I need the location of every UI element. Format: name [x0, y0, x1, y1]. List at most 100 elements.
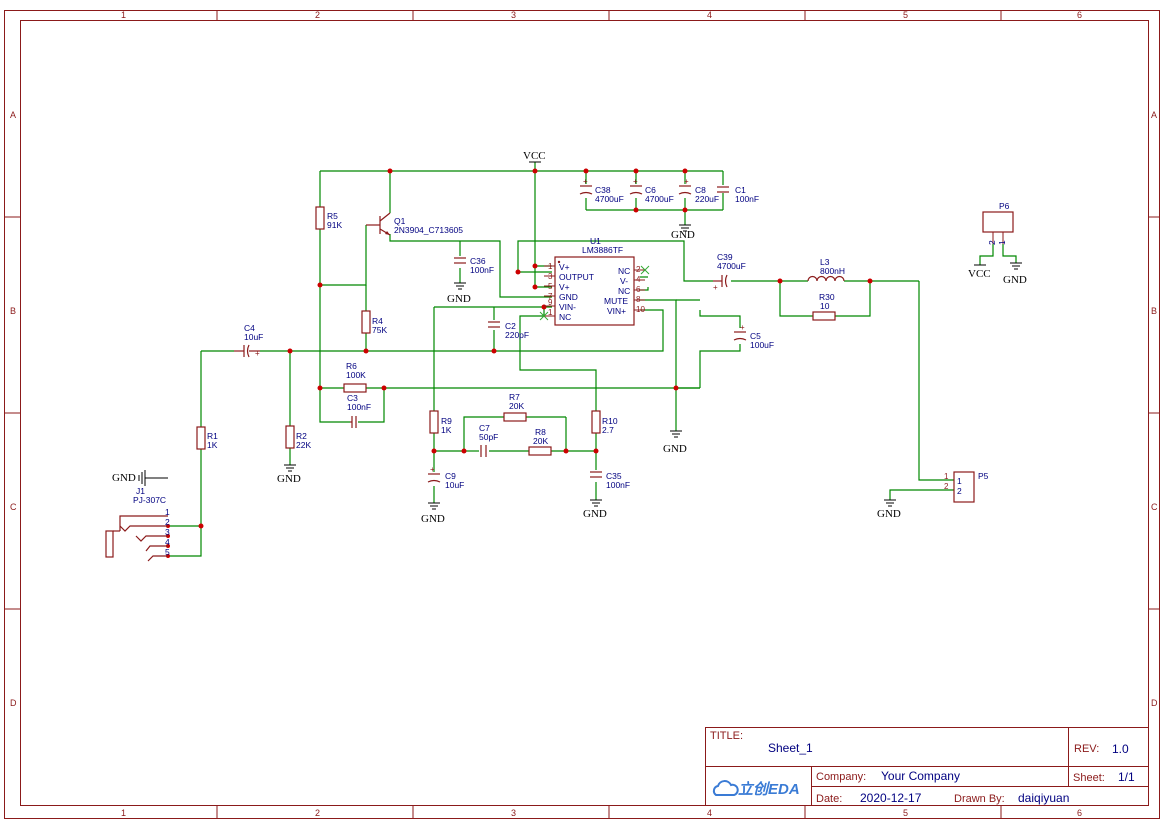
resistor-r6[interactable]: R6 100K: [343, 361, 367, 393]
j1-pin-4: 4: [165, 537, 170, 547]
r8-ref: R8: [535, 427, 546, 437]
capacitor-c39[interactable]: + C39 4700uF: [713, 252, 746, 292]
resistor-r5[interactable]: R5 91K: [315, 206, 342, 230]
capacitor-c7[interactable]: C7 50pF: [479, 423, 498, 457]
c8-value: 220uF: [695, 194, 719, 204]
c35-value: 100nF: [606, 480, 630, 490]
svg-text:+: +: [430, 465, 435, 474]
u1-pin-num-l5: 1: [548, 308, 553, 317]
capacitor-c2[interactable]: C2 220pF: [488, 321, 529, 340]
u1-pin-num-l1: 3: [548, 272, 553, 281]
u1-pin-num-l3: 7: [548, 292, 553, 301]
transistor-q1[interactable]: Q1 2N3904_C713605: [366, 212, 463, 236]
ground-icon: [590, 499, 602, 507]
p6-ref: P6: [999, 201, 1010, 211]
gnd-label-caps: GND: [671, 229, 695, 241]
resistor-r9[interactable]: R9 1K: [429, 410, 452, 435]
sheet-label: Sheet:: [1073, 772, 1105, 784]
resistor-r4[interactable]: R4 75K: [361, 310, 387, 335]
c38-ref: C38: [595, 185, 611, 195]
capacitor-c35[interactable]: C35 100nF: [590, 471, 630, 490]
c2-ref: C2: [505, 321, 516, 331]
cloud-logo-icon: [712, 780, 739, 796]
c6-ref: C6: [645, 185, 656, 195]
capacitor-c5[interactable]: + C5 100uF: [733, 323, 774, 350]
r1-value: 1K: [207, 440, 218, 450]
ground-icon: [428, 502, 440, 510]
drawn-by-label: Drawn By:: [954, 793, 1005, 805]
j1-pin-1: 1: [165, 507, 170, 517]
title-value: Sheet_1: [768, 741, 813, 755]
connector-p6[interactable]: P6 2 1: [982, 201, 1014, 245]
u1-ref: U1: [590, 236, 601, 246]
r30-value: 10: [820, 301, 830, 311]
date-value: 2020-12-17: [860, 791, 922, 805]
ic-u1[interactable]: U1 LM3886TF 1 V+ 3 OUTPUT 5 V+ 7 GND 9 V…: [544, 236, 645, 326]
ground-icon: [884, 499, 896, 507]
p6-pin-2: 2: [987, 240, 997, 245]
resistor-r1[interactable]: R1 1K: [196, 426, 218, 450]
u1-pin-name-r2: NC: [618, 286, 630, 296]
r6-value: 100K: [346, 370, 366, 380]
resistor-r10[interactable]: R10 2.7: [591, 410, 618, 435]
capacitor-c1[interactable]: C1 100nF: [717, 185, 759, 204]
col-label-6-bottom: 6: [1077, 808, 1082, 818]
ground-icon-j1: [138, 470, 168, 486]
c6-value: 4700uF: [645, 194, 674, 204]
c7-value: 50pF: [479, 432, 498, 442]
u1-pin-num-l0: 1: [548, 262, 553, 271]
no-connect-icon: [539, 265, 650, 321]
col-label-3: 3: [511, 10, 516, 20]
col-label-3-bottom: 3: [511, 808, 516, 818]
gnd-label-c36: GND: [447, 293, 471, 305]
c5-ref: C5: [750, 331, 761, 341]
u1-pin-num-r3: 8: [636, 295, 641, 304]
capacitor-c36[interactable]: C36 100nF: [454, 256, 494, 275]
gnd-label-r2: GND: [277, 473, 301, 485]
title-label: TITLE:: [710, 730, 743, 742]
vcc-symbol-p6: VCC: [968, 264, 991, 280]
capacitor-c3[interactable]: C3 100nF: [347, 393, 371, 428]
j1-pin-2: 2: [165, 517, 170, 527]
c35-ref: C35: [606, 471, 622, 481]
capacitor-c6[interactable]: + C6 4700uF: [629, 177, 674, 204]
rev-label: REV:: [1074, 743, 1099, 755]
audio-jack-j1[interactable]: J1 PJ-307C 1 2 3 4 5: [105, 486, 170, 562]
row-label-b-right: B: [1151, 306, 1157, 316]
c7-ref: C7: [479, 423, 490, 433]
r2-value: 22K: [296, 440, 311, 450]
r7-ref: R7: [509, 392, 520, 402]
c38-value: 4700uF: [595, 194, 624, 204]
u1-pin-name-l2: V+: [559, 282, 570, 292]
resistor-r2[interactable]: R2 22K: [285, 425, 311, 450]
l3-value: 800nH: [820, 266, 845, 276]
c39-value: 4700uF: [717, 261, 746, 271]
c9-ref: C9: [445, 471, 456, 481]
capacitor-c4[interactable]: + C4 10uF: [234, 323, 263, 358]
resistor-r7[interactable]: R7 20K: [503, 392, 527, 422]
junctions: [166, 168, 873, 558]
r5-ref: R5: [327, 211, 338, 221]
date-label: Date:: [816, 793, 842, 805]
inductor-l3[interactable]: L3 800nH: [807, 257, 845, 282]
vcc-label: VCC: [523, 150, 546, 162]
u1-pin-name-l3: GND: [559, 292, 578, 302]
p5-pinnum-2: 2: [944, 482, 949, 491]
u1-pin-name-r4: VIN+: [607, 306, 626, 316]
capacitor-c8[interactable]: + C8 220uF: [678, 177, 719, 204]
gnd-label-c35: GND: [583, 508, 607, 520]
capacitor-c9[interactable]: + C9 10uF: [427, 465, 464, 490]
j1-value: PJ-307C: [133, 495, 166, 505]
u1-pin-num-r1: 4: [636, 275, 641, 284]
resistor-r8[interactable]: R8 20K: [528, 427, 552, 456]
row-label-a-right: A: [1151, 110, 1157, 120]
col-label-2-bottom: 2: [315, 808, 320, 818]
r7-value: 20K: [509, 401, 524, 411]
capacitor-c38[interactable]: + C38 4700uF: [579, 177, 624, 204]
row-label-d: D: [10, 698, 17, 708]
col-label-4-bottom: 4: [707, 808, 712, 818]
connector-p5[interactable]: P5 1 1 2 2: [944, 471, 989, 503]
resistor-r30[interactable]: R30 10: [812, 292, 836, 321]
p5-pinnum-1: 1: [944, 472, 949, 481]
title-block: TITLE: Sheet_1 REV: 1.0 Company: Your Co…: [705, 727, 1149, 806]
